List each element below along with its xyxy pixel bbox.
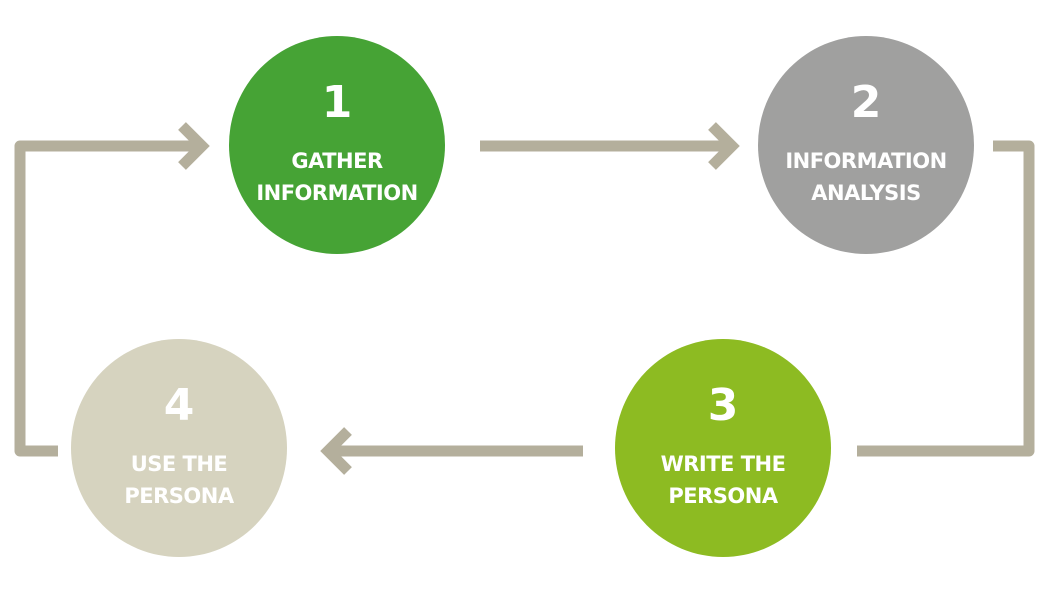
arrowhead-right-icon <box>708 122 740 170</box>
step-2-label: INFORMATION ANALYSIS <box>785 149 947 205</box>
step-3-circle: 3 WRITE THE PERSONA <box>615 339 831 557</box>
step-4-label: USE THE PERSONA <box>124 452 234 508</box>
step-3-number: 3 <box>707 380 739 431</box>
connector-line-4-to-1 <box>14 140 202 457</box>
step-4-circle: 4 USE THE PERSONA <box>71 339 287 557</box>
step-1-label: GATHER INFORMATION <box>256 149 418 205</box>
connector-line-2-to-3 <box>857 140 1035 457</box>
step-2-number: 2 <box>850 77 882 128</box>
step-1-circle: 1 GATHER INFORMATION <box>229 36 445 254</box>
step-4-number: 4 <box>163 380 195 431</box>
step-2-circle: 2 INFORMATION ANALYSIS <box>758 36 974 254</box>
step-3-label: WRITE THE PERSONA <box>660 452 786 508</box>
arrowhead-left-icon <box>320 427 352 475</box>
step-1-number: 1 <box>321 77 353 128</box>
arrowhead-right-icon <box>178 122 210 170</box>
